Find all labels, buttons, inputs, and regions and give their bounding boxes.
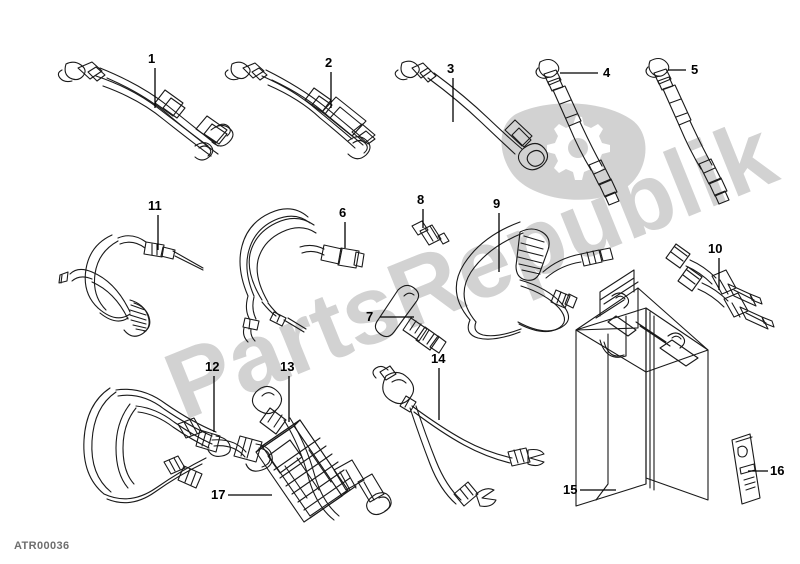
callout-14[interactable]: 14 bbox=[431, 351, 446, 366]
part-wiring-harness-12 bbox=[83, 387, 273, 504]
part-hose-assembly-2 bbox=[224, 61, 376, 160]
callout-8[interactable]: 8 bbox=[417, 192, 425, 207]
callout-2[interactable]: 2 bbox=[325, 55, 333, 70]
callout-11[interactable]: 11 bbox=[148, 198, 162, 213]
callout-16[interactable]: 16 bbox=[770, 463, 785, 478]
callout-7[interactable]: 7 bbox=[366, 309, 374, 324]
part-twin-lead-14 bbox=[372, 365, 545, 507]
part-probe-lead-11 bbox=[58, 234, 204, 337]
part-alligator-clips-10 bbox=[665, 243, 775, 330]
callout-10[interactable]: 10 bbox=[708, 241, 723, 256]
callout-6[interactable]: 6 bbox=[339, 205, 347, 220]
callout-1[interactable]: 1 bbox=[148, 51, 156, 66]
part-brake-line-5 bbox=[645, 57, 730, 205]
callout-15[interactable]: 15 bbox=[563, 482, 578, 497]
part-connector-cable-6 bbox=[239, 208, 365, 343]
part-adapter-lead-13 bbox=[251, 385, 392, 521]
diagram-code: ATR00036 bbox=[14, 540, 70, 552]
callout-9[interactable]: 9 bbox=[493, 196, 501, 211]
part-diagnostic-tester-17 bbox=[255, 419, 357, 523]
callout-17[interactable]: 17 bbox=[211, 487, 226, 502]
part-adapter-probe-7 bbox=[374, 284, 447, 354]
part-brake-line-4 bbox=[535, 58, 620, 206]
gear-icon bbox=[501, 103, 646, 200]
callout-13[interactable]: 13 bbox=[280, 359, 295, 374]
part-hose-assembly-1 bbox=[57, 61, 234, 161]
callout-5[interactable]: 5 bbox=[691, 62, 699, 77]
callout-12[interactable]: 12 bbox=[205, 359, 220, 374]
part-carrying-case-15 bbox=[575, 269, 709, 507]
part-coiled-lead-9 bbox=[455, 221, 614, 340]
callout-leaders bbox=[154, 68, 768, 496]
part-brake-line-3 bbox=[394, 60, 549, 171]
callout-4[interactable]: 4 bbox=[603, 65, 611, 80]
part-key-card-16 bbox=[731, 433, 761, 505]
part-fitting-8 bbox=[411, 220, 450, 246]
callout-3[interactable]: 3 bbox=[447, 61, 455, 76]
